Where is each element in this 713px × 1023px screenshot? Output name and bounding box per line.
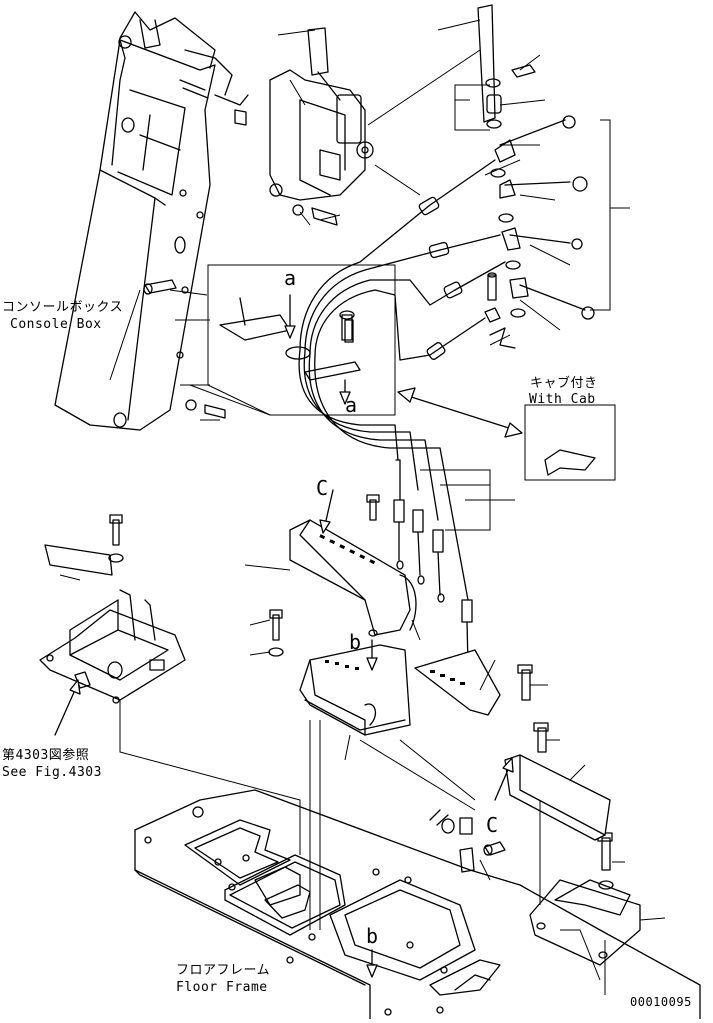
floor-frame-label-en: Floor Frame xyxy=(176,980,268,995)
cable-plate xyxy=(414,649,501,716)
double-arrow-icon xyxy=(397,387,523,438)
bolts xyxy=(108,319,614,890)
ref-c-bottom: C xyxy=(486,813,499,837)
lever-bracket xyxy=(269,27,374,226)
cab-bracket xyxy=(544,449,596,476)
floor-frame-label-jp: フロアフレーム xyxy=(176,963,271,978)
ref-a-top: a xyxy=(284,266,297,290)
ref-c-top: C xyxy=(316,476,329,500)
floor-frame xyxy=(134,789,701,1020)
control-cables xyxy=(285,159,506,673)
with-cab-label-en: With Cab xyxy=(529,392,596,407)
lever-base xyxy=(39,589,186,704)
with-cab-label-jp: キャブ付き xyxy=(530,376,598,391)
side-plate xyxy=(504,754,611,841)
lever-assembly xyxy=(477,4,595,349)
see-fig-label-jp: 第4303図参照 xyxy=(2,748,90,763)
small-parts xyxy=(429,809,475,873)
arrow-icon xyxy=(54,294,514,978)
console-box-label-en: Console Box xyxy=(10,317,102,332)
leader-lines xyxy=(59,19,666,995)
floor-bracket xyxy=(529,879,641,966)
drawing-number: 00010095 xyxy=(630,995,692,1009)
console-cover xyxy=(289,519,417,637)
left-strip xyxy=(44,544,113,576)
ref-b-bottom: b xyxy=(366,924,379,948)
console-box xyxy=(54,11,249,431)
see-fig-label-en: See Fig.4303 xyxy=(2,765,102,780)
ref-a-bottom: a xyxy=(345,393,358,417)
console-box-label-jp: コンソールボックス xyxy=(2,300,124,315)
detail-a-box xyxy=(207,264,396,416)
with-cab-box xyxy=(524,404,616,481)
ref-b-top: b xyxy=(349,630,362,654)
lower-cover xyxy=(299,644,411,736)
